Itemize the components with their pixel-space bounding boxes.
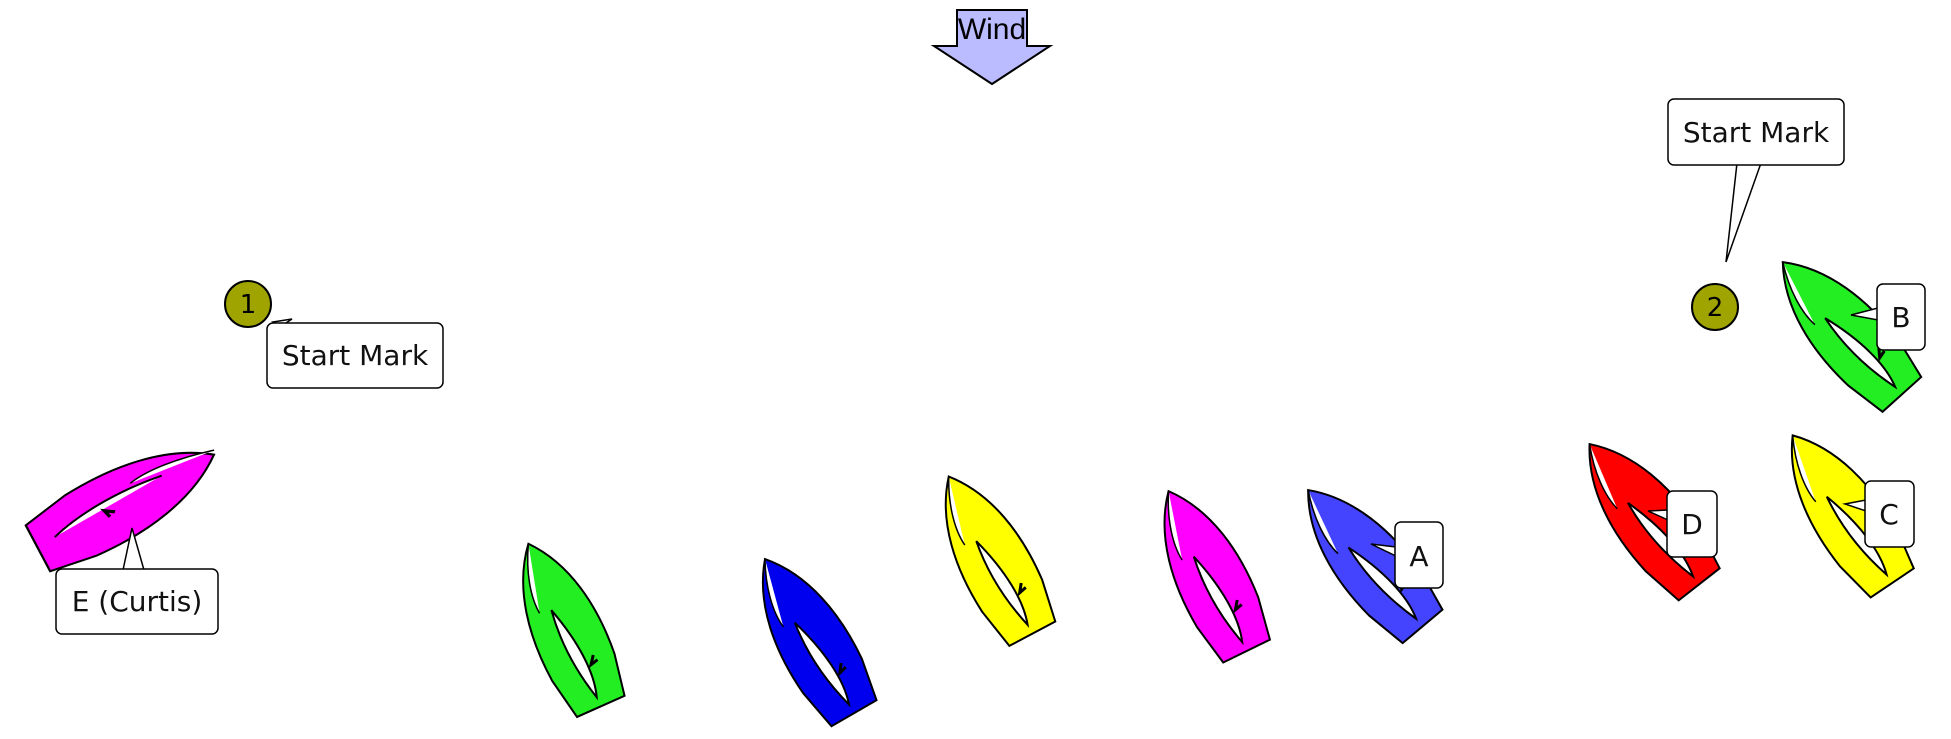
callout-box (1394, 521, 1444, 589)
callout-box (55, 568, 219, 635)
callout-boat-b: B (1850, 283, 1926, 351)
callout-box (266, 322, 444, 389)
boat-b (1755, 237, 1929, 419)
start-mark-2-buoy (1691, 283, 1739, 331)
callout-boat-e-text: E (Curtis) (72, 585, 203, 618)
wind-label: Wind (958, 13, 1026, 46)
callout-boat-a: A (1370, 521, 1444, 589)
callout-box (1667, 98, 1845, 166)
boat-c (1762, 414, 1923, 604)
start-mark-1: 1 (224, 280, 272, 328)
boat-blue (733, 540, 886, 732)
wind-arrow: Wind (930, 9, 1054, 86)
callout-boat-b-text: B (1891, 301, 1910, 334)
callout-pointer (1725, 162, 1763, 263)
callout-start-mark-left-text: Start Mark (282, 339, 429, 372)
callout-boat-e: E (Curtis) (55, 527, 219, 635)
callout-start-mark-left: Start Mark (266, 318, 444, 389)
callout-start-mark-right-text: Start Mark (1683, 116, 1830, 149)
callout-box (1864, 480, 1915, 548)
boat-green-1 (495, 528, 634, 722)
start-mark-2-number: 2 (1707, 293, 1724, 323)
start-mark-1-number: 1 (240, 290, 257, 320)
start-mark-1-buoy (224, 280, 272, 328)
callout-box (1876, 283, 1926, 351)
callout-boat-d: D (1647, 490, 1718, 558)
callout-box (1666, 490, 1718, 558)
boat-yellow-1 (916, 459, 1065, 652)
callout-boat-a-text: A (1409, 540, 1428, 573)
callout-boat-c: C (1842, 480, 1915, 548)
start-mark-2: 2 (1691, 283, 1739, 331)
boat-e (20, 422, 232, 581)
boat-a (1280, 466, 1451, 650)
callout-start-mark-right: Start Mark (1667, 98, 1845, 263)
callout-boat-d-text: D (1681, 508, 1703, 541)
boat-magenta-2 (1136, 474, 1279, 668)
wind-arrow-shape (930, 9, 1054, 86)
callout-boat-c-text: C (1879, 498, 1899, 531)
